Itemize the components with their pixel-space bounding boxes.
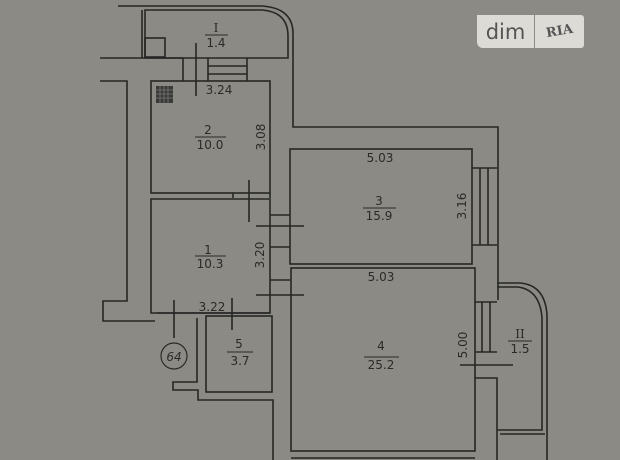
dim-ria-logo: dim RIA [477,15,584,48]
room-label-I: I 1.4 [205,21,228,50]
room-label-4: 4 25.2 [364,339,399,372]
dimension-label: 3.16 [455,193,469,220]
room-label-5: 5 3.7 [227,337,253,368]
logo-dim-text: dim [477,15,535,48]
svg-text:25.2: 25.2 [368,358,395,372]
svg-text:64: 64 [166,350,181,364]
svg-text:5: 5 [235,337,243,351]
svg-text:3.7: 3.7 [230,354,249,368]
logo-ria-text: RIA [544,21,575,42]
dimension-label: 3.22 [199,300,226,314]
room-label-2: 2 10.0 [195,123,226,152]
dimension-label: 3.20 [253,242,267,269]
svg-text:10.3: 10.3 [197,257,224,271]
dimension-label: 5.03 [368,270,395,284]
svg-text:1.4: 1.4 [206,36,225,50]
svg-text:4: 4 [377,339,385,353]
svg-text:II: II [515,327,525,341]
dimension-label: 3.08 [254,124,268,151]
apartment-number-badge: 64 [160,342,188,370]
dimension-label: 5.03 [367,151,394,165]
svg-text:2: 2 [204,123,212,137]
room-label-3: 3 15.9 [363,194,396,223]
room-label-1: 1 10.3 [195,243,226,271]
svg-text:10.0: 10.0 [197,138,224,152]
dimension-label: 5.00 [456,332,470,359]
chimney-icon [156,86,173,103]
walls [100,5,548,460]
svg-text:1: 1 [204,243,212,257]
svg-text:I: I [214,21,219,35]
svg-text:3: 3 [375,194,383,208]
svg-text:15.9: 15.9 [366,209,393,223]
room-label-II: II 1.5 [508,327,532,356]
dimension-label: 3.24 [206,83,233,97]
svg-text:1.5: 1.5 [510,342,529,356]
